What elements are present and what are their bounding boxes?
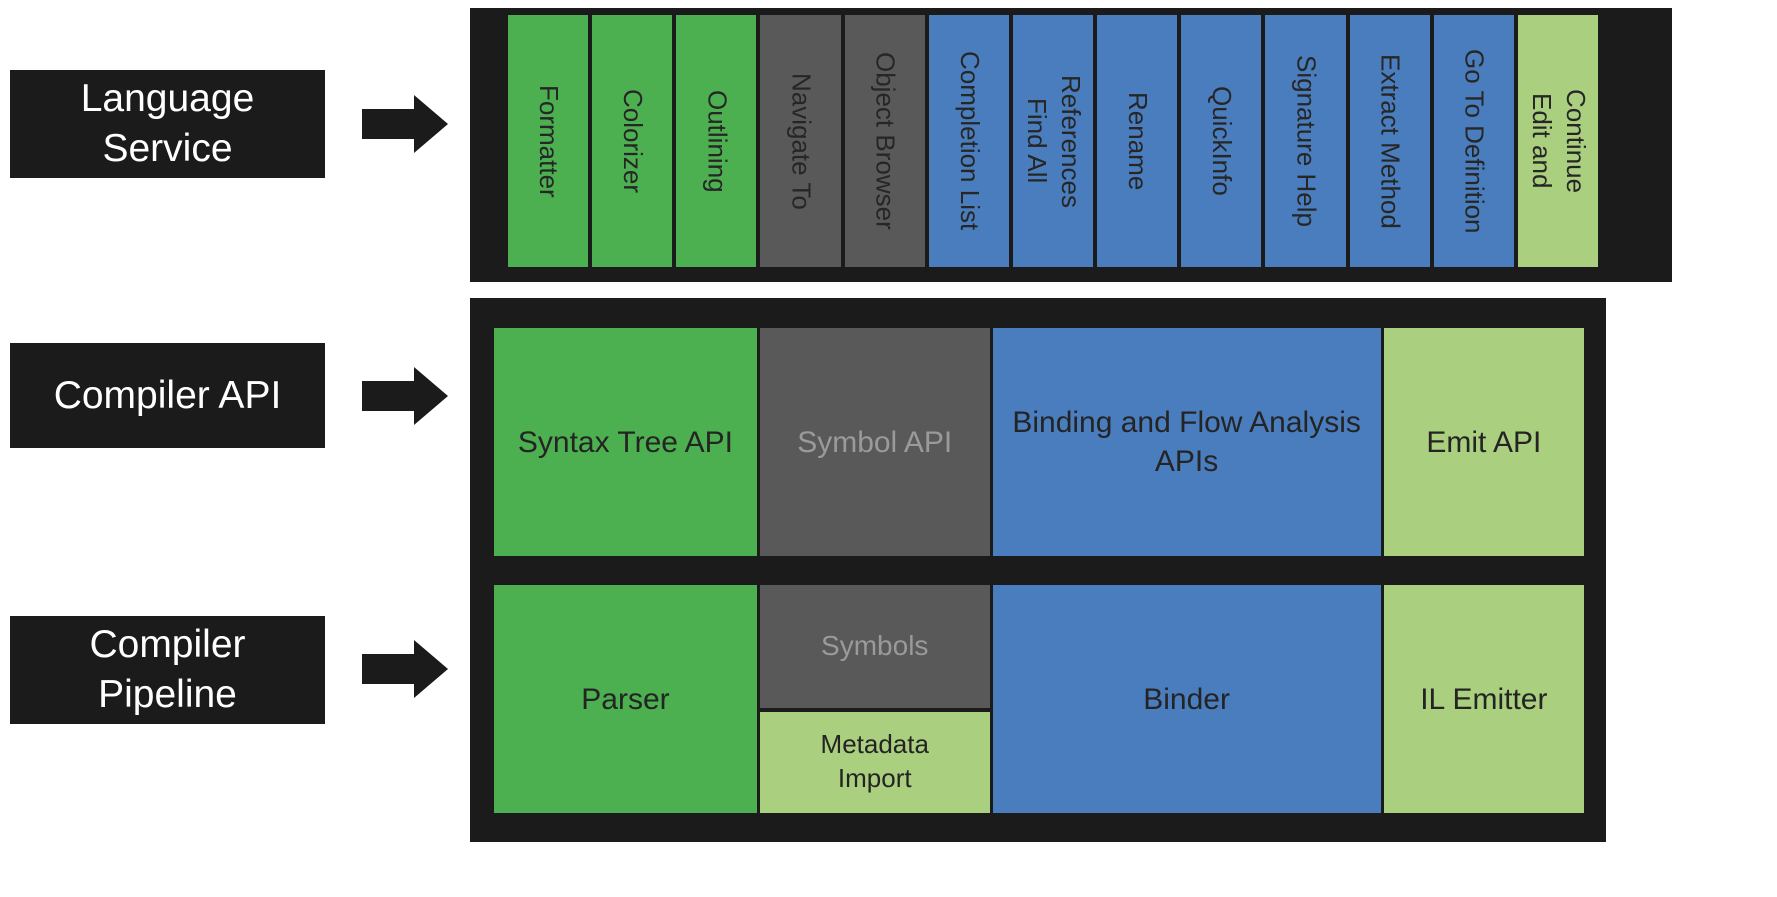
compiler-pipeline-container: Parser Symbols Metadata Import Binder IL… [470,558,1606,842]
block-label: Emit API [1426,425,1542,459]
block-parser: Parser [494,585,757,813]
block-label: Find All References [1022,74,1086,208]
block-label: Formatter [533,84,564,198]
block-outlining: Outlining [676,15,757,267]
block-rename: Rename [1097,15,1178,267]
block-label: Go To Definition [1459,48,1490,234]
row-label-compiler-api: Compiler API [10,343,325,448]
arrow-shaft [362,381,414,411]
block-colorizer: Colorizer [592,15,673,267]
block-label: Binder [1143,682,1230,716]
block-label: Outlining [702,89,733,193]
block-label: Binding and Flow Analysis APIs [1012,406,1361,478]
block-label: IL Emitter [1420,682,1548,716]
block-label: QuickInfo [1207,86,1238,196]
block-formatter: Formatter [508,15,589,267]
block-label: Metadata Import [820,729,929,794]
block-label: Navigate To [786,72,817,210]
right-arrow-icon [362,640,448,698]
block-label: Signature Help [1291,55,1322,227]
block-go-to-definition: Go To Definition [1433,15,1514,267]
block-label: Extract Method [1375,53,1406,229]
block-label: Rename [1123,91,1154,191]
block-label: Symbol API [797,425,953,459]
symbols-metadata-stack: Symbols Metadata Import [759,585,990,813]
block-object-browser: Object Browser [844,15,925,267]
block-label: Completion List [954,51,985,231]
block-quickinfo: QuickInfo [1181,15,1262,267]
block-label: Parser [581,682,670,716]
arrow-head [414,95,448,153]
arrow-head [414,367,448,425]
block-symbols: Symbols [759,585,990,708]
block-label: Object Browser [870,52,901,230]
block-label: Edit and Continue [1526,88,1591,194]
arrow-shaft [362,109,414,139]
row-label-text: Language Service [80,77,255,170]
block-label: Syntax Tree API [517,425,734,459]
block-il-emitter: IL Emitter [1383,585,1585,813]
block-extract-method: Extract Method [1349,15,1430,267]
arrow-head [414,640,448,698]
block-syntax-tree-api: Syntax Tree API [494,328,757,556]
block-metadata-import: Metadata Import [759,711,990,813]
block-completion-list: Completion List [928,15,1009,267]
right-arrow-icon [362,367,448,425]
block-navigate-to: Navigate To [760,15,841,267]
block-emit-api: Emit API [1383,328,1585,556]
arrow-shaft [362,654,414,684]
block-binder: Binder [992,585,1381,813]
language-service-container: Formatter Colorizer Outlining Navigate T… [470,8,1672,282]
block-label: Symbols [821,630,929,662]
block-find-all-references: Find All References [1012,15,1094,267]
block-edit-and-continue: Edit and Continue [1517,15,1599,267]
row-label-text: Compiler Pipeline [89,623,246,716]
block-label: Colorizer [618,88,649,194]
compiler-api-container: Syntax Tree API Symbol API Binding and F… [470,298,1606,582]
block-binding-flow-analysis-apis: Binding and Flow Analysis APIs [992,328,1381,556]
row-label-compiler-pipeline: Compiler Pipeline [10,616,325,724]
row-label-text: Compiler API [53,373,282,417]
row-label-language-service: Language Service [10,70,325,178]
block-symbol-api: Symbol API [759,328,990,556]
block-signature-help: Signature Help [1265,15,1346,267]
right-arrow-icon [362,95,448,153]
